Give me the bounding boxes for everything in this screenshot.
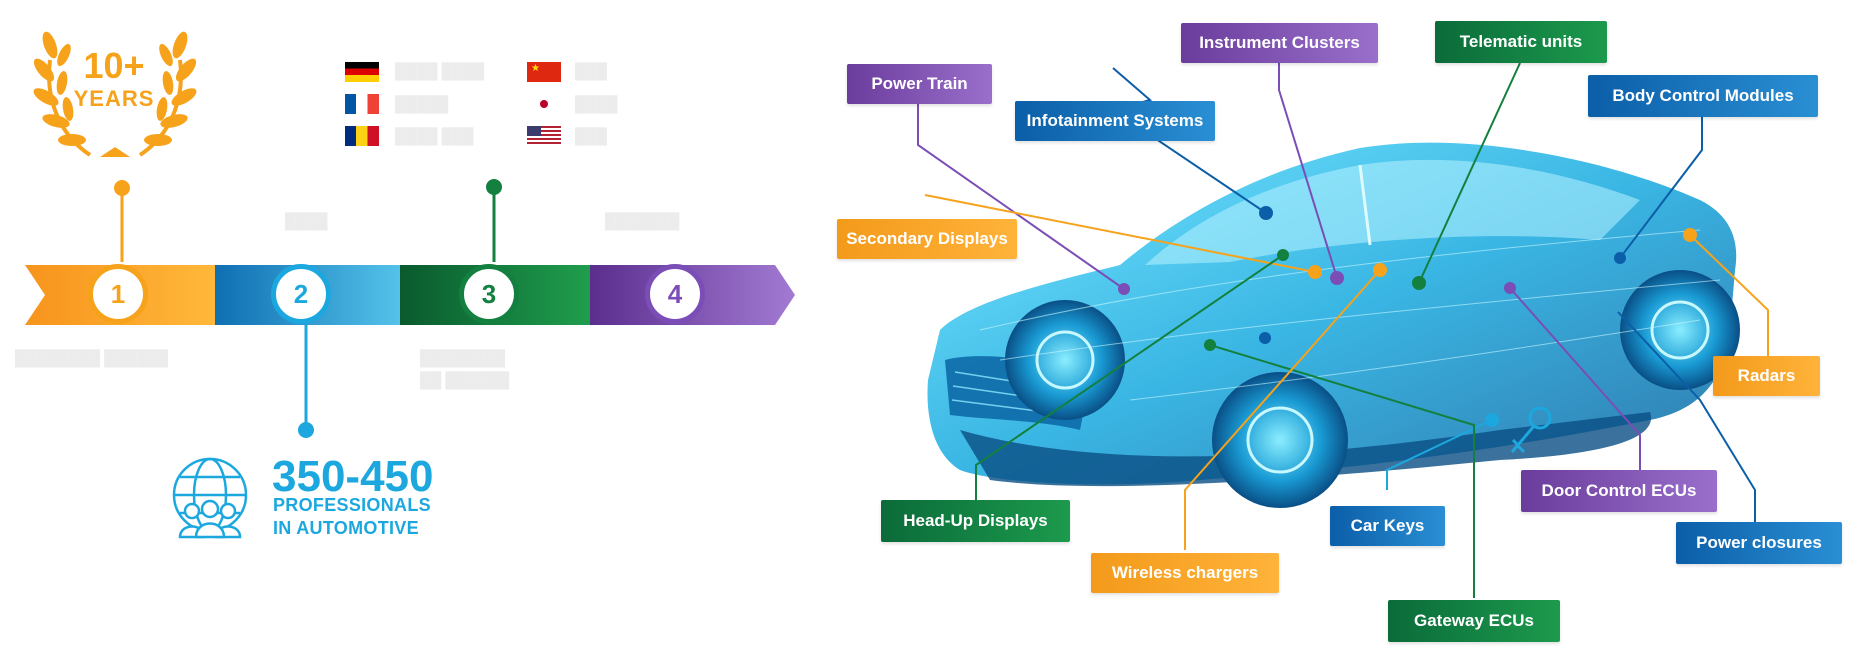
faded-text: █████: [395, 96, 449, 113]
timeline-step-3: 3: [459, 264, 519, 324]
label-body-control-modules: Body Control Modules: [1588, 75, 1818, 117]
years-number: 10+: [83, 45, 145, 86]
faded-text: ████████ ██████: [15, 350, 168, 367]
label-radars: Radars: [1713, 356, 1820, 396]
faded-text: ████ ███: [395, 128, 474, 145]
label-door-control-ecus: Door Control ECUs: [1521, 470, 1717, 512]
faded-text: ████ ████: [395, 63, 485, 80]
faded-text: ████████: [420, 350, 506, 367]
romania-flag-icon: [345, 126, 379, 146]
timeline-step-1: 1: [88, 264, 148, 324]
timeline-step-4: 4: [645, 264, 705, 324]
label-gateway-ecus: Gateway ECUs: [1388, 600, 1560, 642]
globe-people-icon: [172, 457, 248, 539]
years-word: YEARS: [73, 86, 155, 111]
usa-flag-icon: [527, 126, 561, 146]
faded-text: ████: [285, 213, 328, 230]
laurel-wreath-icon: [33, 31, 197, 157]
japan-flag-icon: [527, 94, 561, 114]
label-instrument-clusters: Instrument Clusters: [1181, 23, 1378, 63]
stat-line-1: PROFESSIONALS: [273, 495, 431, 515]
faded-text: ███████: [605, 213, 680, 230]
stat-number: 350-450: [272, 452, 434, 501]
faded-text: ████: [575, 96, 618, 113]
label-car-keys: Car Keys: [1330, 506, 1445, 546]
timeline-connectors: [114, 179, 502, 438]
timeline-step-2: 2: [271, 264, 331, 324]
label-wireless-chargers: Wireless chargers: [1091, 553, 1279, 593]
germany-flag-icon: [345, 62, 379, 82]
label-power-closures: Power closures: [1676, 522, 1842, 564]
label-infotainment-systems: Infotainment Systems: [1015, 101, 1215, 141]
faded-text: ███: [575, 128, 607, 145]
label-secondary-displays: Secondary Displays: [837, 219, 1017, 259]
label-telematic-units: Telematic units: [1435, 21, 1607, 63]
france-flag-icon: [345, 94, 379, 114]
key-icon: [1510, 406, 1552, 454]
label-power-train: Power Train: [847, 64, 992, 104]
china-flag-icon: ★: [527, 62, 561, 82]
stat-line-2: IN AUTOMOTIVE: [273, 518, 419, 538]
faded-text: ███: [575, 63, 607, 80]
label-head-up-displays: Head-Up Displays: [881, 500, 1070, 542]
faded-text: ██ ██████: [420, 372, 510, 389]
